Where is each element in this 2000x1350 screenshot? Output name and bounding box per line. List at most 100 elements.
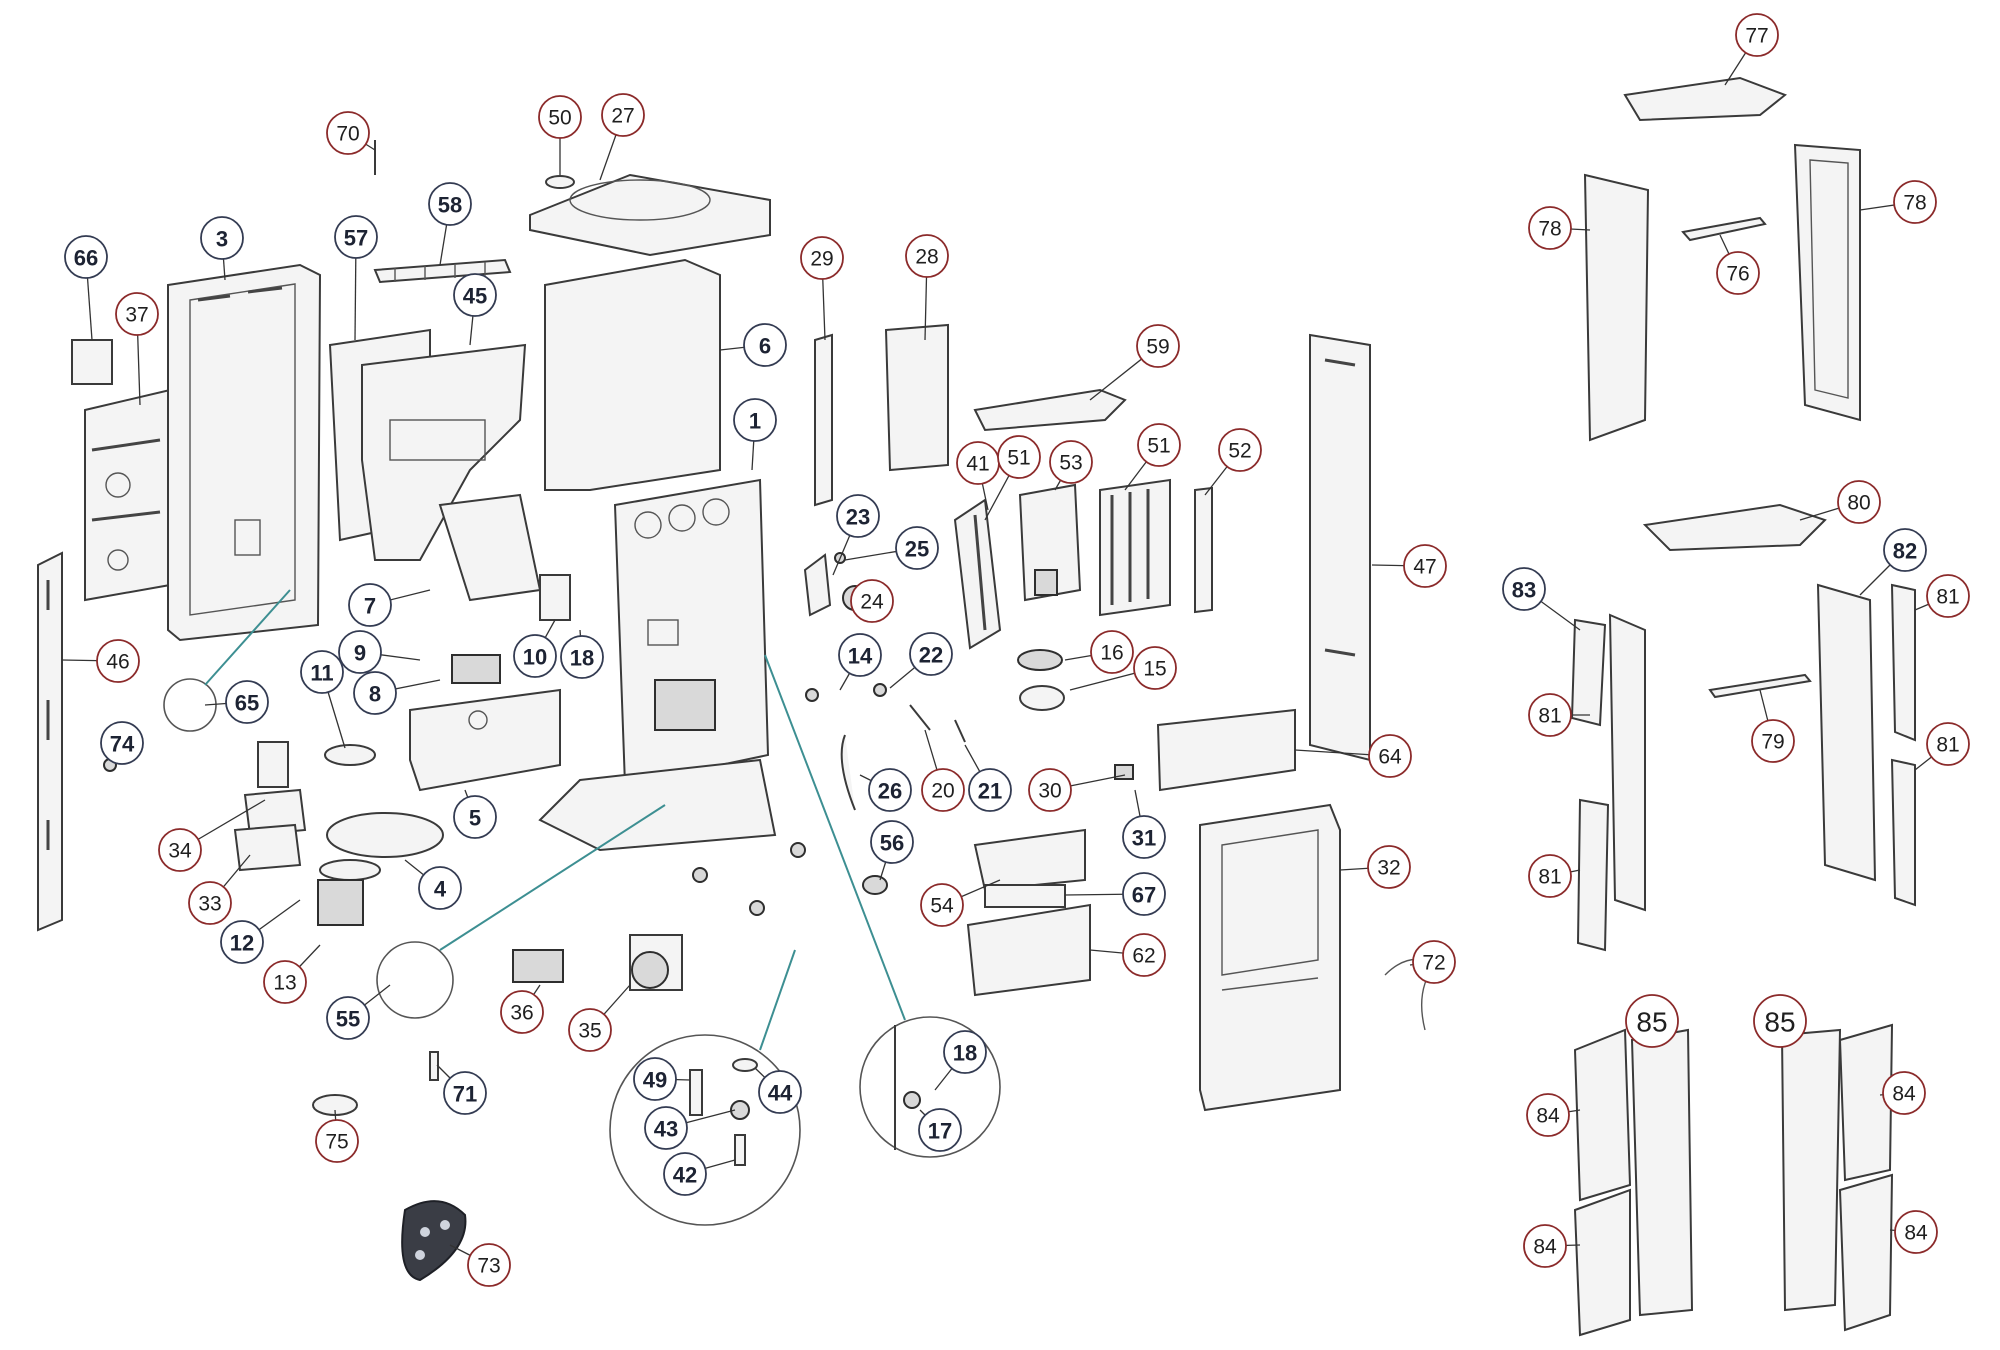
part-screw-14 [805, 688, 819, 702]
callout-ring [633, 1057, 677, 1101]
callout-73: 73 [467, 1243, 511, 1287]
callout-10: 10 [513, 634, 557, 678]
callout-ring [1526, 1093, 1570, 1137]
callout-71: 71 [443, 1071, 487, 1115]
part-foot-b [790, 842, 806, 858]
callout-ring [1218, 428, 1262, 472]
part-foot-a [692, 867, 708, 883]
callout-label: 71 [453, 1082, 477, 1107]
callout-14: 14 [838, 633, 882, 677]
part-cup-16 [1017, 649, 1063, 671]
callout-label: 25 [905, 537, 929, 562]
callout-72: 72 [1412, 940, 1456, 984]
callout-label: 18 [953, 1041, 977, 1066]
callout-49: 49 [633, 1057, 677, 1101]
part-hopper-45 [361, 343, 542, 602]
callout-label: 15 [1143, 658, 1166, 681]
callout-label: 27 [611, 105, 634, 128]
callout-label: 77 [1745, 25, 1768, 48]
zoom-circle-65 [163, 678, 217, 732]
callout-label: 17 [928, 1119, 952, 1144]
callout-label: 49 [643, 1068, 667, 1093]
callout-label: 23 [846, 505, 870, 530]
callout-62: 62 [1122, 933, 1166, 977]
callout-43: 43 [644, 1106, 688, 1150]
part-top-cover-59 [973, 388, 1127, 432]
zoom-leader-65 [204, 589, 291, 686]
part-rod-26 [840, 734, 856, 811]
callout-label: 51 [1007, 447, 1030, 470]
part-plate-62 [966, 903, 1091, 997]
callout-ring [870, 820, 914, 864]
part-ring-11 [324, 744, 376, 766]
callout-label: 81 [1538, 705, 1561, 728]
callout-label: 26 [878, 779, 902, 804]
callout-ring [1137, 423, 1181, 467]
callout-ring [326, 996, 370, 1040]
callout-label: 84 [1533, 1236, 1557, 1259]
callout-84: 84 [1894, 1210, 1938, 1254]
part-grille-64 [1156, 708, 1296, 792]
callout-ring [96, 639, 140, 683]
callout-label: 11 [310, 661, 333, 686]
callout-label: 35 [578, 1020, 601, 1043]
callout-1: 1 [733, 398, 777, 442]
callout-label: 18 [570, 646, 594, 671]
part-side-strip-46 [37, 551, 63, 932]
callout-label: 66 [74, 246, 98, 271]
callout-ring [315, 1119, 359, 1163]
part-plate-66 [71, 339, 113, 385]
part-doors-84-left [1573, 1028, 1694, 1337]
callout-label: 78 [1903, 192, 1926, 215]
callout-ring [300, 650, 344, 694]
callout-28: 28 [905, 234, 949, 278]
callout-label: 46 [106, 651, 129, 674]
callout-51: 51 [997, 435, 1041, 479]
callout-ring [353, 671, 397, 715]
callout-84: 84 [1523, 1224, 1567, 1268]
callout-ring [1523, 1224, 1567, 1268]
part-cup-15 [1019, 685, 1065, 711]
zoom-leader-17 [764, 654, 906, 1021]
part-top-frame-27 [529, 173, 771, 257]
callout-42: 42 [663, 1152, 707, 1196]
part-top-cover-77 [1623, 76, 1787, 122]
callout-label: 80 [1847, 492, 1870, 515]
callout-ring [1625, 994, 1679, 1048]
callout-label: 21 [978, 779, 1002, 804]
callout-54: 54 [920, 883, 964, 927]
callout-57: 57 [334, 215, 378, 259]
part-main-frame-1 [538, 478, 777, 852]
callout-ring [220, 920, 264, 964]
callout-3: 3 [200, 216, 244, 260]
callout-label: 65 [235, 691, 259, 716]
callout-ring [838, 633, 882, 677]
callout-label: 84 [1536, 1105, 1560, 1128]
callout-ring [453, 795, 497, 839]
callout-15: 15 [1133, 646, 1177, 690]
callout-ring [1926, 722, 1970, 766]
callout-50: 50 [538, 95, 582, 139]
part-side-panel-47 [1309, 333, 1371, 762]
callout-ring [918, 1108, 962, 1152]
part-column-82 [1816, 583, 1916, 907]
callout-ring [428, 182, 472, 226]
callout-label: 37 [125, 304, 148, 327]
callout-ring [500, 990, 544, 1034]
part-cladding-78-right [1793, 143, 1861, 422]
part-pin-71 [429, 1051, 439, 1081]
callout-ring [1528, 206, 1572, 250]
callout-67: 67 [1122, 872, 1166, 916]
part-box-36 [512, 949, 564, 983]
part-foot-c [749, 900, 765, 916]
callout-ring [338, 630, 382, 674]
part-motor-35 [629, 934, 683, 991]
callout-27: 27 [601, 93, 645, 137]
callout-ring [800, 236, 844, 280]
callout-label: 1 [749, 409, 761, 434]
callout-20: 20 [921, 768, 965, 812]
callout-84: 84 [1882, 1071, 1926, 1115]
callout-51: 51 [1137, 423, 1181, 467]
callout-label: 30 [1038, 780, 1061, 803]
